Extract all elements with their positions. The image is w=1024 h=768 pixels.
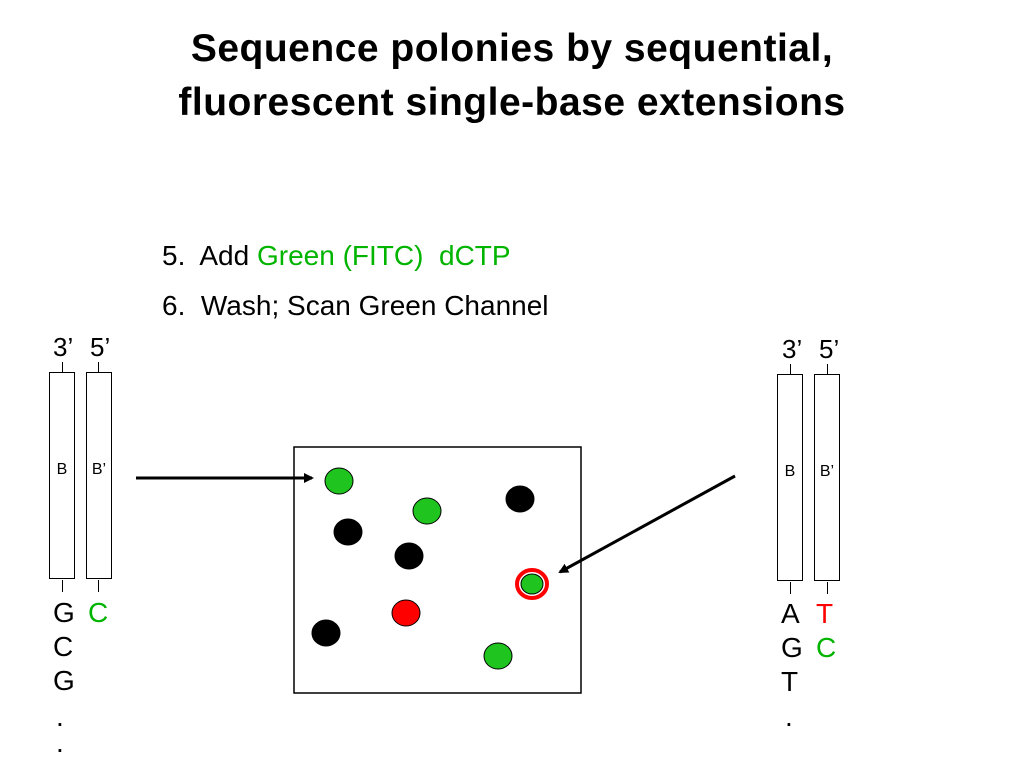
step-5-number: 5.	[162, 240, 186, 271]
slide-title: Sequence polonies by sequential, fluores…	[0, 22, 1024, 130]
step-6-number: 6.	[162, 290, 186, 321]
highlighted-polony-ring	[515, 568, 549, 600]
right-strand-b-prime-label: B’	[819, 463, 835, 480]
right-bp-tick-bottom	[827, 582, 828, 594]
left-strand-b: B	[49, 372, 75, 579]
right-3prime-label: 3’	[782, 334, 803, 364]
left-template-base: .	[56, 701, 64, 732]
polony-green	[520, 573, 544, 595]
polony-black	[311, 619, 341, 647]
left-bp-tick-top	[98, 362, 99, 373]
left-b-tick-top	[62, 362, 63, 373]
right-b-tick-top	[790, 364, 791, 375]
right-template-base: T	[781, 666, 799, 697]
left-bp-tick-bottom	[98, 580, 99, 592]
right-arrow	[558, 474, 736, 574]
left-3prime-label: 3’	[53, 332, 74, 362]
step-5-highlight: Green (FITC) dCTP	[256, 240, 511, 271]
right-strand-b: B	[777, 374, 803, 581]
left-b-tick-bottom	[62, 580, 63, 592]
left-5prime-label: 5’	[90, 332, 111, 362]
left-strand-b-prime-label: B’	[91, 461, 107, 478]
polony-black	[333, 518, 363, 546]
title-line-1: Sequence polonies by sequential,	[190, 27, 834, 70]
right-template-base: G	[781, 632, 803, 663]
right-extended-base: C	[816, 632, 837, 663]
left-template-base: .	[56, 727, 64, 758]
step-6: 6. Wash; Scan Green Channel	[162, 290, 549, 322]
title-line-2: fluorescent single-base extensions	[178, 81, 846, 124]
step-6-text: Wash; Scan Green Channel	[200, 290, 549, 321]
right-5prime-label: 5’	[819, 334, 840, 364]
left-template-base: C	[53, 631, 74, 662]
polony-green	[483, 642, 513, 670]
polony-green	[412, 497, 442, 525]
right-strand-b-label: B	[784, 463, 796, 480]
left-extended-base: C	[88, 597, 109, 628]
right-template-base: A	[781, 598, 800, 629]
polony-black	[394, 542, 424, 570]
left-strand-b-label: B	[56, 461, 68, 478]
right-b-tick-bottom	[790, 582, 791, 594]
polony-layer	[311, 467, 549, 670]
left-template-base: G	[53, 665, 75, 696]
step-5: 5. Add Green (FITC) dCTP	[162, 240, 511, 272]
right-strand-b-prime: B’	[814, 374, 840, 581]
right-template-base: .	[785, 701, 793, 732]
polony-green	[324, 467, 354, 495]
step-5-text: Add	[199, 240, 250, 271]
polony-red	[391, 599, 421, 627]
right-bp-tick-top	[827, 364, 828, 375]
polony-black	[505, 485, 535, 513]
left-template-base: G	[53, 597, 75, 628]
right-extended-base: T	[816, 598, 834, 629]
left-strand-b-prime: B’	[86, 372, 112, 579]
